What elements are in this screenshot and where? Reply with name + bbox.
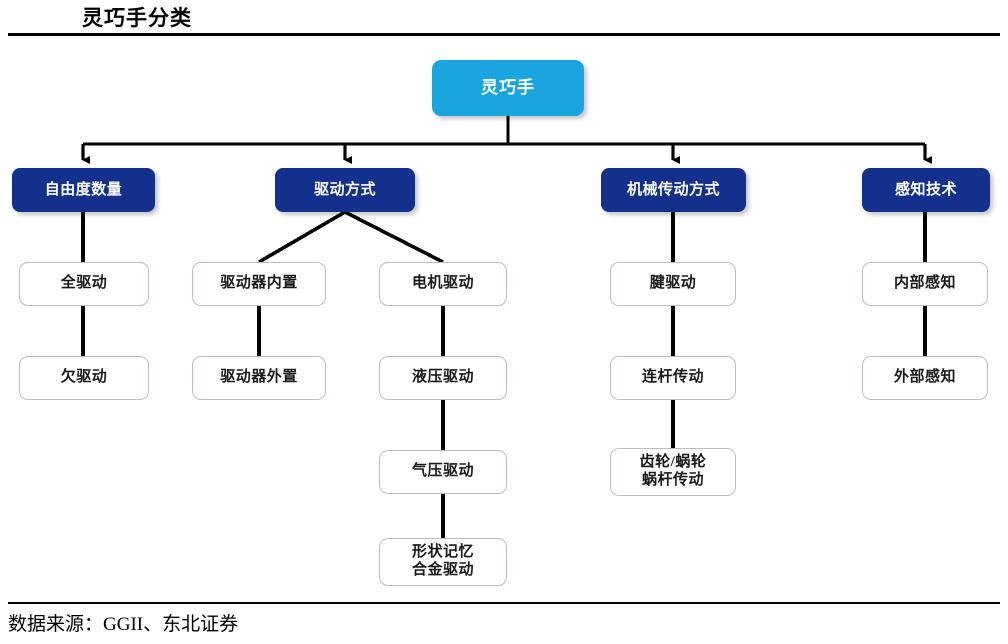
page-title: 灵巧手分类 [82,6,192,30]
node-leaf-pneumatic-drive[interactable]: 气压驱动 [379,450,507,494]
node-root-dexterous-hand[interactable]: 灵巧手 [432,60,584,116]
node-leaf-actuator-external[interactable]: 驱动器外置 [192,356,326,400]
node-leaf-internal-sensing[interactable]: 内部感知 [862,262,988,306]
node-leaf-motor-drive[interactable]: 电机驱动 [379,262,507,306]
node-category-drive-method[interactable]: 驱动方式 [275,168,415,212]
connector-drive-to-actuator-internal [258,210,346,264]
node-leaf-hydraulic-drive[interactable]: 液压驱动 [379,356,507,400]
node-category-sensing-technology[interactable]: 感知技术 [862,168,990,212]
node-leaf-actuator-internal[interactable]: 驱动器内置 [192,262,326,306]
source-caption: 数据来源：GGII、东北证券 [8,614,239,635]
header-divider [8,33,1000,36]
connector-layer [81,116,932,538]
connector-drive-to-motor [344,210,444,264]
node-leaf-shape-memory-alloy-drive[interactable]: 形状记忆 合金驱动 [379,538,507,586]
node-layer: 灵巧手 自由度数量 驱动方式 机械传动方式 感知技术 全驱动 欠驱动 驱动器内置… [0,36,1008,602]
node-leaf-gear-worm-transmission[interactable]: 齿轮/蜗轮 蜗杆传动 [610,448,736,496]
footer-divider [8,602,1000,604]
node-category-mechanical-transmission[interactable]: 机械传动方式 [601,168,746,212]
node-leaf-under-actuation[interactable]: 欠驱动 [19,356,149,400]
node-leaf-full-actuation[interactable]: 全驱动 [19,262,149,306]
node-category-degrees-of-freedom[interactable]: 自由度数量 [12,168,155,212]
node-leaf-linkage-transmission[interactable]: 连杆传动 [610,356,736,400]
dexterous-hand-classification-diagram: 灵巧手 自由度数量 驱动方式 机械传动方式 感知技术 全驱动 欠驱动 驱动器内置… [0,36,1008,602]
node-leaf-external-sensing[interactable]: 外部感知 [862,356,988,400]
node-leaf-tendon-drive[interactable]: 腱驱动 [610,262,736,306]
